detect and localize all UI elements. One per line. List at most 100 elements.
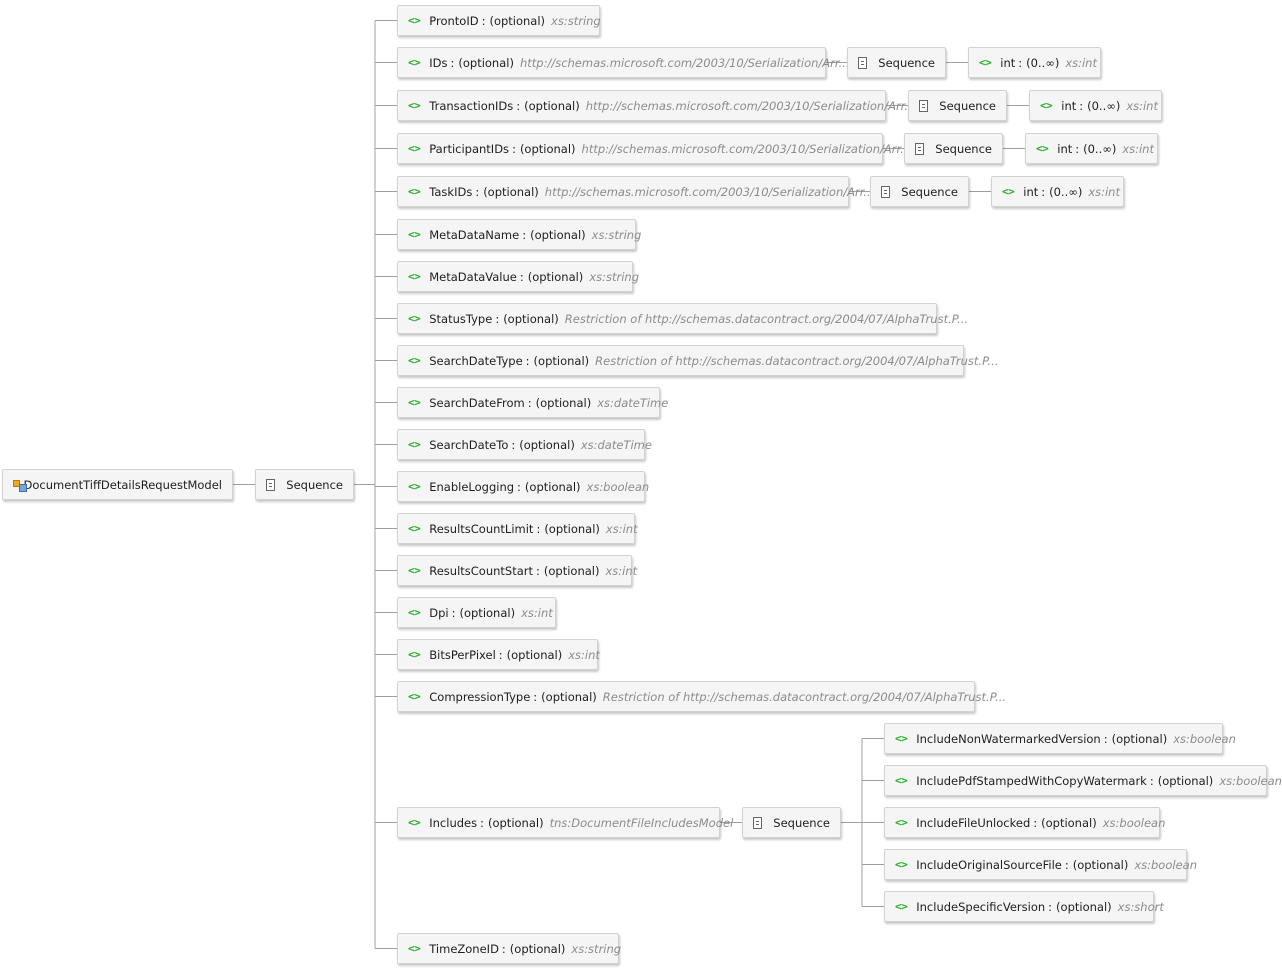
element-icon: <> (408, 185, 421, 198)
element-type: xs:short (1117, 899, 1164, 914)
sequence-icon (881, 185, 891, 198)
child-element-node[interactable]: <>int:(0..∞)xs:int (1025, 133, 1158, 164)
separator: : (480, 815, 484, 830)
element-icon: <> (408, 522, 421, 535)
separator: : (1079, 98, 1084, 113)
includes-child-node[interactable]: <>IncludePdfStampedWithCopyWatermark:(op… (884, 765, 1282, 796)
element-node[interactable]: <>SearchDateType:(optional)Restriction o… (397, 345, 998, 376)
element-node[interactable]: <>MetaDataValue:(optional)xs:string (397, 261, 639, 292)
sequence-icon (919, 99, 929, 112)
element-qualifier: (optional) (506, 647, 563, 662)
element-name: MetaDataValue (429, 269, 517, 284)
element-type: xs:boolean (1173, 731, 1236, 746)
element-type: xs:int (1088, 184, 1120, 199)
element-node[interactable]: <>Dpi:(optional)xs:int (397, 597, 556, 628)
element-type: xs:int (1126, 98, 1158, 113)
element-icon: <> (408, 228, 421, 241)
separator: : (1064, 857, 1069, 872)
element-qualifier: (0..∞) (1083, 141, 1117, 156)
main-sequence-node[interactable]: Sequence (255, 469, 354, 500)
includes-sequence-node[interactable]: Sequence (742, 807, 841, 838)
element-node[interactable]: <>CompressionType:(optional)Restriction … (397, 681, 1006, 712)
sub-sequence-node[interactable]: Sequence (908, 90, 1007, 121)
element-name: ParticipantIDs (429, 141, 510, 156)
element-qualifier: (optional) (459, 605, 516, 620)
element-qualifier: (optional) (524, 98, 580, 113)
element-icon: <> (895, 816, 908, 829)
separator: : (536, 521, 541, 536)
sequence-icon (753, 816, 763, 829)
element-node[interactable]: <>Includes:(optional)tns:DocumentFileInc… (397, 807, 733, 838)
root-complex-type-node[interactable]: DocumentTiffDetailsRequestModel (2, 469, 233, 500)
sub-sequence-node[interactable]: Sequence (847, 47, 946, 78)
element-qualifier: (optional) (524, 479, 581, 494)
element-node[interactable]: <>EnableLogging:(optional)xs:boolean (397, 471, 649, 502)
element-qualifier: (optional) (533, 353, 590, 368)
element-icon: <> (895, 900, 908, 913)
includes-child-node[interactable]: <>IncludeOriginalSourceFile:(optional)xs… (884, 849, 1197, 880)
element-node[interactable]: <>SearchDateTo:(optional)xs:dateTime (397, 429, 652, 460)
element-icon: <> (408, 480, 421, 493)
separator: : (498, 647, 503, 662)
child-element-node[interactable]: <>int:(0..∞)xs:int (1029, 90, 1162, 121)
element-node[interactable]: <>IDs:(optional)http://schemas.microsoft… (397, 47, 850, 78)
separator: : (495, 311, 500, 326)
element-node[interactable]: <>ParticipantIDs:(optional)http://schema… (397, 133, 912, 164)
element-node[interactable]: <>ProntoID:(optional)xs:string (397, 5, 601, 36)
element-node[interactable]: <>MetaDataName:(optional)xs:string (397, 219, 641, 250)
separator: : (525, 353, 530, 368)
separator: : (1041, 184, 1046, 199)
separator: : (1149, 773, 1154, 788)
element-node[interactable]: <>BitsPerPixel:(optional)xs:int (397, 639, 600, 670)
sequence-label: Sequence (878, 55, 935, 70)
element-qualifier: (optional) (509, 941, 566, 956)
includes-child-node[interactable]: <>IncludeFileUnlocked:(optional)xs:boole… (884, 807, 1165, 838)
includes-child-node[interactable]: <>IncludeNonWatermarkedVersion:(optional… (884, 723, 1236, 754)
element-name: StatusType (429, 311, 493, 326)
element-type: xs:boolean (1219, 773, 1282, 788)
element-type: xs:int (605, 563, 638, 578)
element-type: xs:string (589, 269, 639, 284)
element-icon: <> (1040, 99, 1053, 112)
element-qualifier: (optional) (543, 563, 600, 578)
element-name: ResultsCountLimit (429, 521, 534, 536)
element-name: TransactionIDs (429, 98, 514, 113)
root-label: DocumentTiffDetailsRequestModel (23, 477, 222, 492)
sequence-label: Sequence (286, 477, 343, 492)
element-icon: <> (408, 354, 421, 367)
element-node[interactable]: <>TransactionIDs:(optional)http://schema… (397, 90, 915, 121)
element-qualifier: (optional) (530, 227, 586, 242)
element-qualifier: (optional) (503, 311, 559, 326)
child-element-node[interactable]: <>int:(0..∞)xs:int (968, 47, 1101, 78)
element-icon: <> (408, 564, 421, 577)
element-name: SearchDateType (429, 353, 523, 368)
element-qualifier: (optional) (1072, 857, 1129, 872)
element-node[interactable]: <>ResultsCountStart:(optional)xs:int (397, 555, 638, 586)
element-qualifier: (optional) (519, 437, 575, 452)
child-element-node[interactable]: <>int:(0..∞)xs:int (991, 176, 1124, 207)
element-qualifier: (optional) (527, 269, 584, 284)
element-qualifier: (optional) (458, 55, 514, 70)
sub-sequence-node[interactable]: Sequence (904, 133, 1003, 164)
separator: : (475, 184, 480, 199)
element-name: int (1057, 141, 1073, 156)
element-icon: <> (408, 14, 421, 27)
sub-sequence-node[interactable]: Sequence (870, 176, 969, 207)
element-icon: <> (1036, 142, 1049, 155)
element-node[interactable]: <>ResultsCountLimit:(optional)xs:int (397, 513, 638, 544)
element-node[interactable]: <>SearchDateFrom:(optional)xs:dateTime (397, 387, 668, 418)
separator: : (516, 98, 521, 113)
element-type: http://schemas.microsoft.com/2003/10/Ser… (581, 141, 912, 156)
element-qualifier: (optional) (519, 141, 576, 156)
includes-child-node[interactable]: <>IncludeSpecificVersion:(optional)xs:sh… (884, 891, 1164, 922)
element-name: IncludePdfStampedWithCopyWatermark (916, 773, 1147, 788)
element-icon: <> (979, 56, 992, 69)
element-name: SearchDateFrom (429, 395, 525, 410)
element-node[interactable]: <>TaskIDs:(optional)http://schemas.micro… (397, 176, 874, 207)
element-node[interactable]: <>StatusType:(optional)Restriction of ht… (397, 303, 968, 334)
element-type: xs:int (1065, 55, 1097, 70)
element-name: IDs (429, 55, 448, 70)
element-icon: <> (408, 396, 421, 409)
sequence-icon (858, 56, 868, 69)
element-node[interactable]: <>TimeZoneID:(optional)xs:string (397, 933, 621, 964)
